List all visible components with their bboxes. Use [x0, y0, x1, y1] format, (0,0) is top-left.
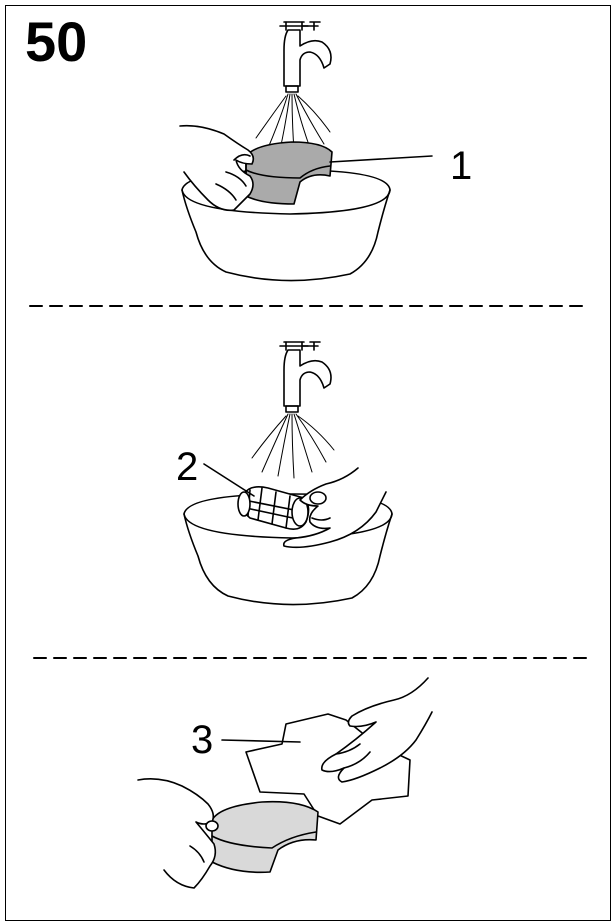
panel-2: [184, 342, 392, 605]
panel-3: [138, 678, 432, 888]
faucet-icon: [280, 22, 331, 92]
hand: [138, 779, 218, 888]
foam-filter-dried: [212, 802, 318, 873]
faucet-icon: [280, 342, 331, 412]
leader-line-2: [204, 464, 254, 496]
foam-filter: [246, 142, 332, 204]
panel-1: [180, 22, 432, 281]
water-stream: [252, 414, 334, 478]
hand: [180, 126, 253, 211]
leader-line-1: [330, 156, 432, 162]
